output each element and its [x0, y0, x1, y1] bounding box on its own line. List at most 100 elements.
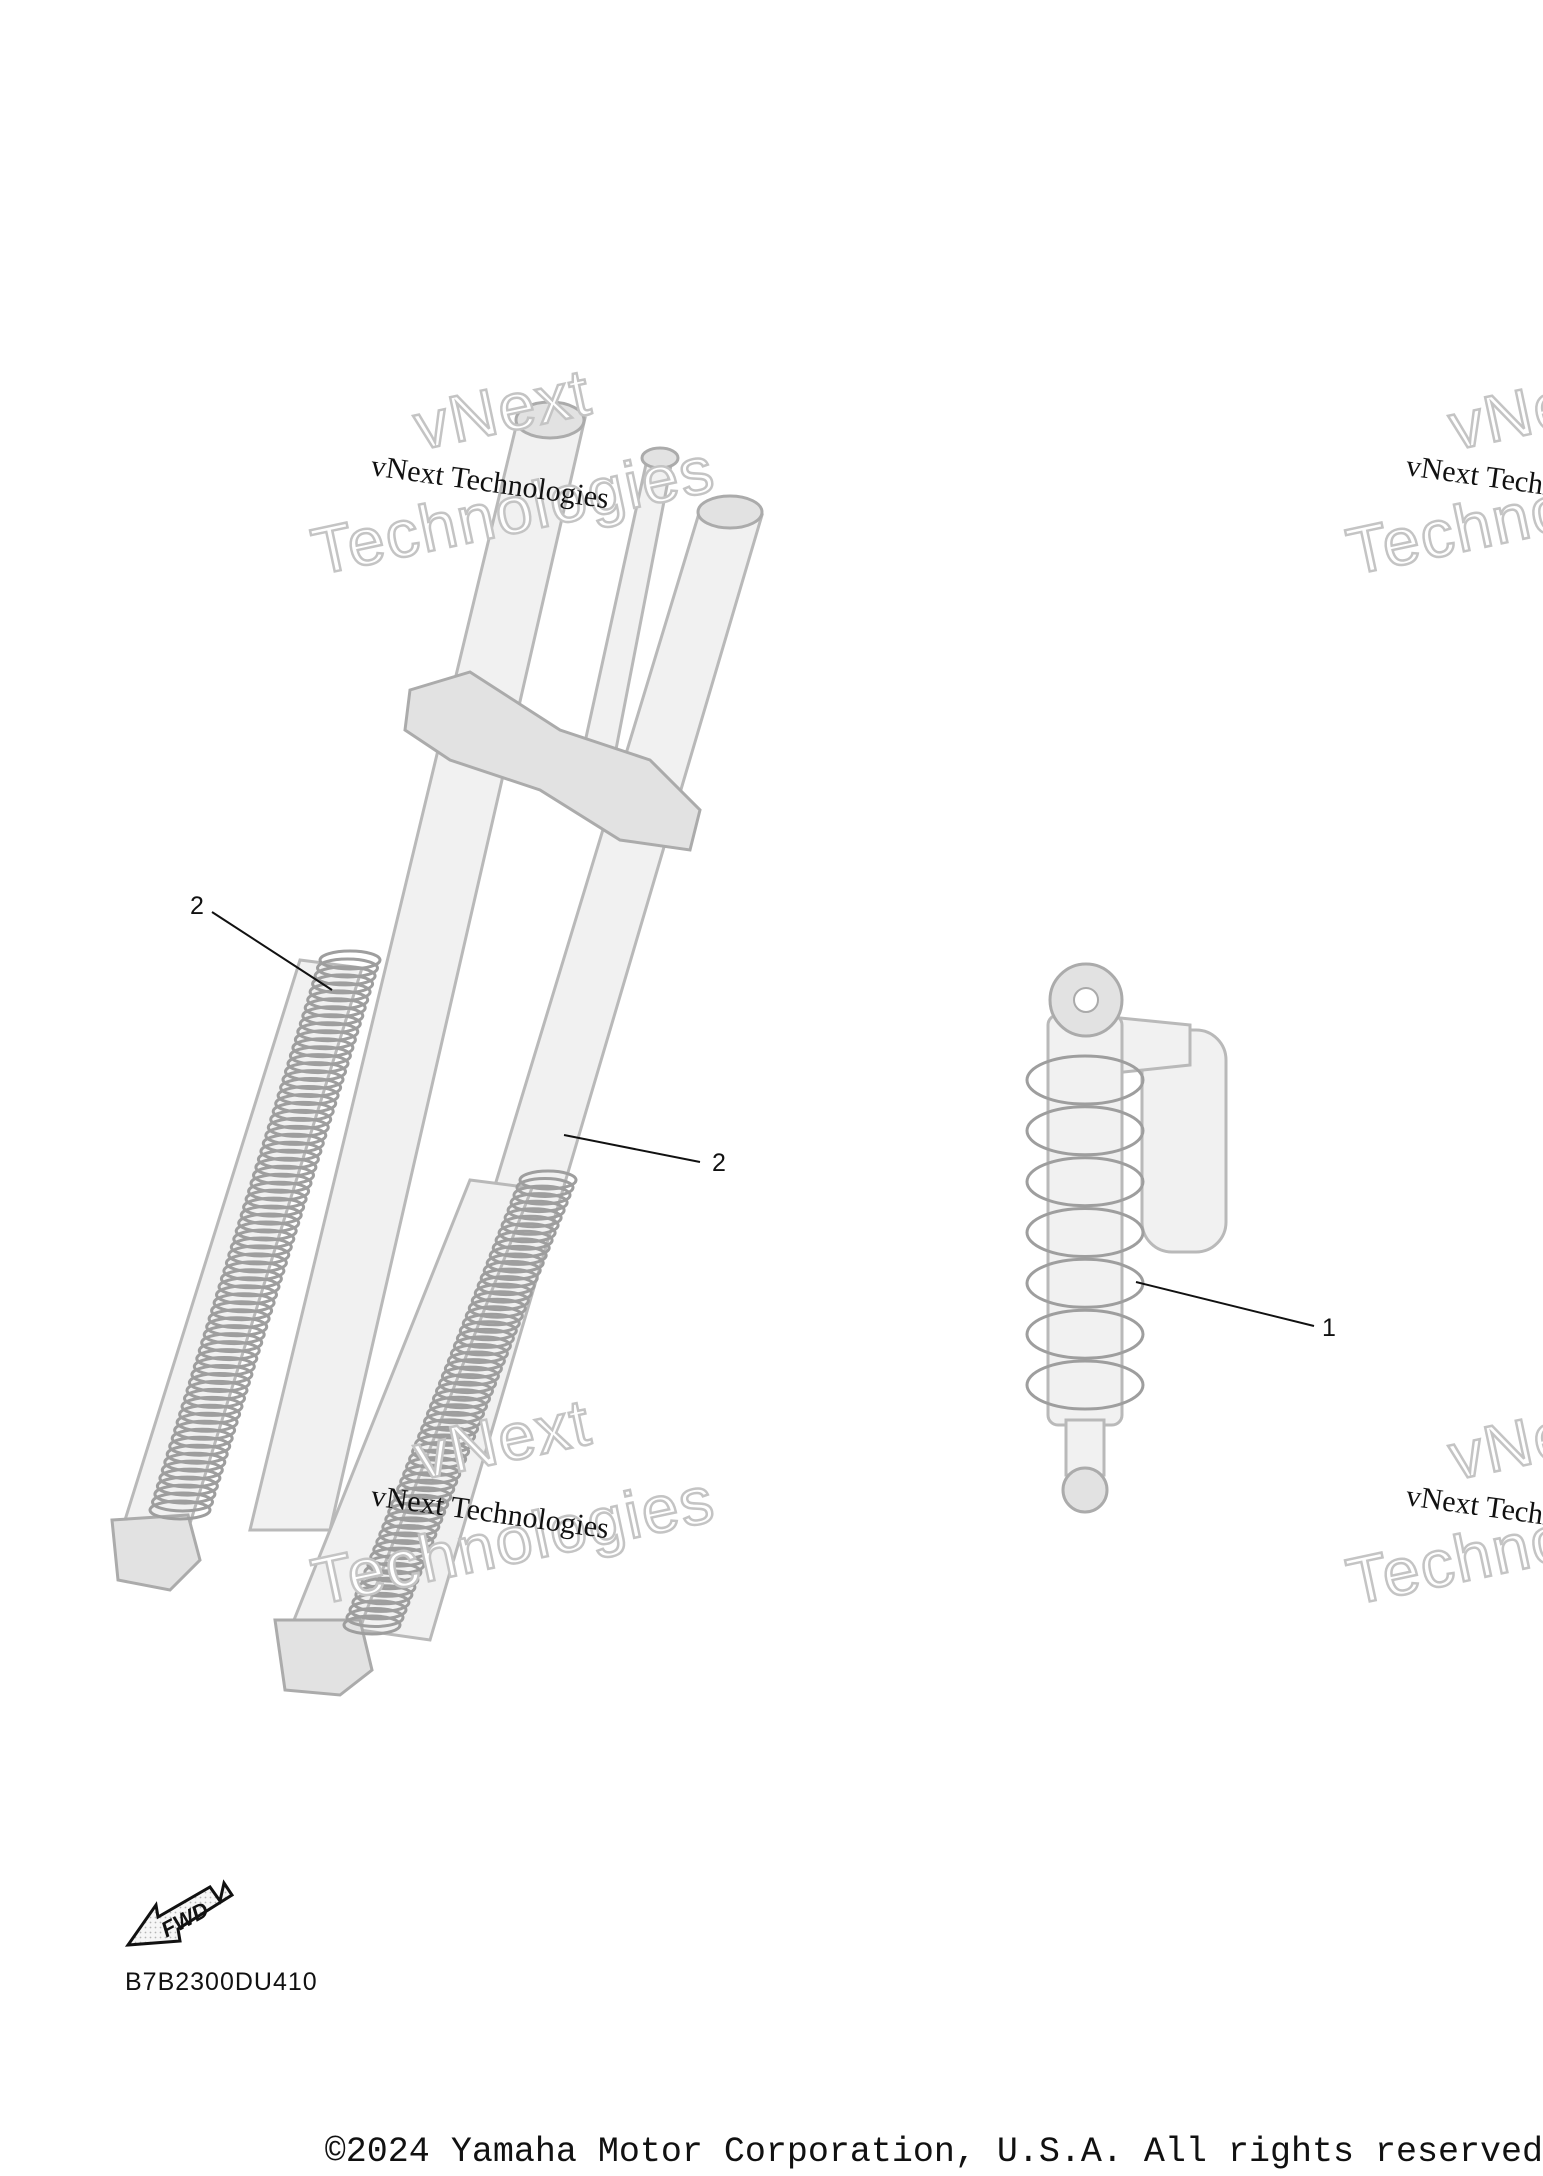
spring-coil	[242, 1196, 306, 1218]
spring-coil	[503, 1207, 563, 1229]
spring-coil	[153, 1483, 217, 1505]
fwd-arrow-shape	[124, 1879, 235, 1947]
spring-coil	[452, 1335, 512, 1357]
spring-coil	[264, 1124, 328, 1146]
callout-number: 2	[190, 892, 204, 920]
spring-coil	[432, 1388, 491, 1410]
spring-coil	[224, 1252, 288, 1274]
shock-top-mount-hole	[1073, 987, 1099, 1013]
fwd-arrow-icon: FWD	[124, 1879, 235, 1947]
shock-bottom-mount	[1061, 1466, 1109, 1514]
spring-coil	[494, 1229, 554, 1251]
spring-coil	[1025, 1105, 1145, 1157]
spring-coil	[227, 1244, 291, 1266]
spring-coil	[488, 1244, 548, 1266]
spring-coil	[1025, 1359, 1145, 1411]
spring-coil	[366, 1554, 426, 1576]
spring-coil	[354, 1584, 414, 1606]
spring-coil	[296, 1021, 360, 1043]
spring-coil	[446, 1350, 506, 1372]
spring-coil	[163, 1451, 227, 1473]
leader-line	[211, 911, 333, 991]
spring-coil	[173, 1419, 237, 1441]
spring-coil	[207, 1308, 271, 1330]
spring-coil	[393, 1486, 453, 1508]
spring-coil	[390, 1493, 450, 1515]
spring-coil	[378, 1524, 438, 1545]
spring-coil	[155, 1475, 219, 1497]
spring-coil	[414, 1433, 474, 1455]
left-axle-bracket	[110, 1513, 202, 1592]
spring-coil	[266, 1116, 330, 1138]
diagram-code: B7B2300DU410	[125, 1968, 318, 1996]
left-fork-spring	[148, 949, 382, 1521]
spring-coil	[402, 1463, 462, 1485]
spring-coil	[308, 981, 372, 1003]
spring-coil	[234, 1220, 298, 1242]
callout-left-spring: 2	[190, 892, 333, 991]
spring-coil	[449, 1343, 509, 1364]
spring-coil	[229, 1236, 293, 1258]
spring-coil	[210, 1300, 274, 1322]
spring-coil	[411, 1441, 471, 1462]
watermark-vnext-outline: vNext	[1443, 354, 1543, 464]
spring-coil	[249, 1172, 313, 1194]
spring-coil	[301, 1005, 365, 1027]
spring-coil	[168, 1435, 232, 1457]
spring-coil	[190, 1364, 254, 1385]
spring-coil	[160, 1459, 224, 1481]
spring-coil	[256, 1148, 320, 1170]
spring-coil	[178, 1403, 242, 1425]
spring-coil	[500, 1214, 560, 1236]
spring-coil	[342, 1614, 402, 1636]
spring-coil	[470, 1290, 530, 1312]
spring-coil	[467, 1297, 527, 1319]
spring-coil	[372, 1539, 432, 1561]
spring-coil	[375, 1531, 435, 1553]
spring-coil	[298, 1013, 362, 1035]
spring-coil	[512, 1184, 572, 1206]
left-fork-cap	[514, 400, 586, 440]
spring-coil	[440, 1365, 500, 1387]
spring-coil	[286, 1053, 350, 1075]
spring-coil	[1025, 1156, 1145, 1208]
spring-coil	[491, 1237, 551, 1259]
spring-coil	[384, 1508, 444, 1530]
spring-coil	[408, 1448, 468, 1470]
rear-shock-assembly	[1025, 962, 1228, 1514]
spring-coil	[464, 1305, 524, 1327]
spring-coil	[274, 1093, 338, 1114]
spring-coil	[202, 1324, 266, 1346]
spring-coil	[423, 1410, 482, 1432]
spring-coil	[217, 1276, 281, 1298]
spring-coil	[438, 1373, 497, 1395]
spring-coil	[306, 989, 370, 1011]
spring-coil	[259, 1140, 323, 1162]
spring-coil	[232, 1228, 296, 1250]
front-fork-assembly	[110, 400, 764, 1697]
right-fork-cap	[696, 494, 764, 530]
spring-coil	[293, 1029, 357, 1051]
spring-coil	[363, 1561, 423, 1583]
spring-coil	[215, 1284, 278, 1306]
spring-coil	[476, 1275, 536, 1297]
spring-coil	[313, 965, 377, 987]
spring-coil	[311, 973, 375, 995]
spring-coil	[219, 1268, 283, 1290]
right-fork-spring	[342, 1169, 578, 1636]
spring-coil	[291, 1037, 355, 1059]
spring-coil	[281, 1069, 345, 1091]
spring-coil	[175, 1411, 239, 1433]
spring-coil	[479, 1267, 539, 1289]
callout-shock-spring: 1	[1135, 1281, 1336, 1342]
spring-coil	[435, 1380, 494, 1402]
copyright-notice: ©2024 Yamaha Motor Corporation, U.S.A. A…	[324, 2132, 1543, 2172]
callout-right-spring: 2	[563, 1134, 726, 1177]
callout-number: 2	[712, 1149, 726, 1177]
watermark-bottom-right: vNext Technologies vNext Technologies	[1339, 1383, 1543, 1620]
spring-coil	[180, 1395, 244, 1417]
spring-coil	[473, 1282, 533, 1304]
spring-coil	[316, 957, 379, 979]
watermark-top-right: vNext Technologies vNext Technologies	[1339, 353, 1543, 590]
